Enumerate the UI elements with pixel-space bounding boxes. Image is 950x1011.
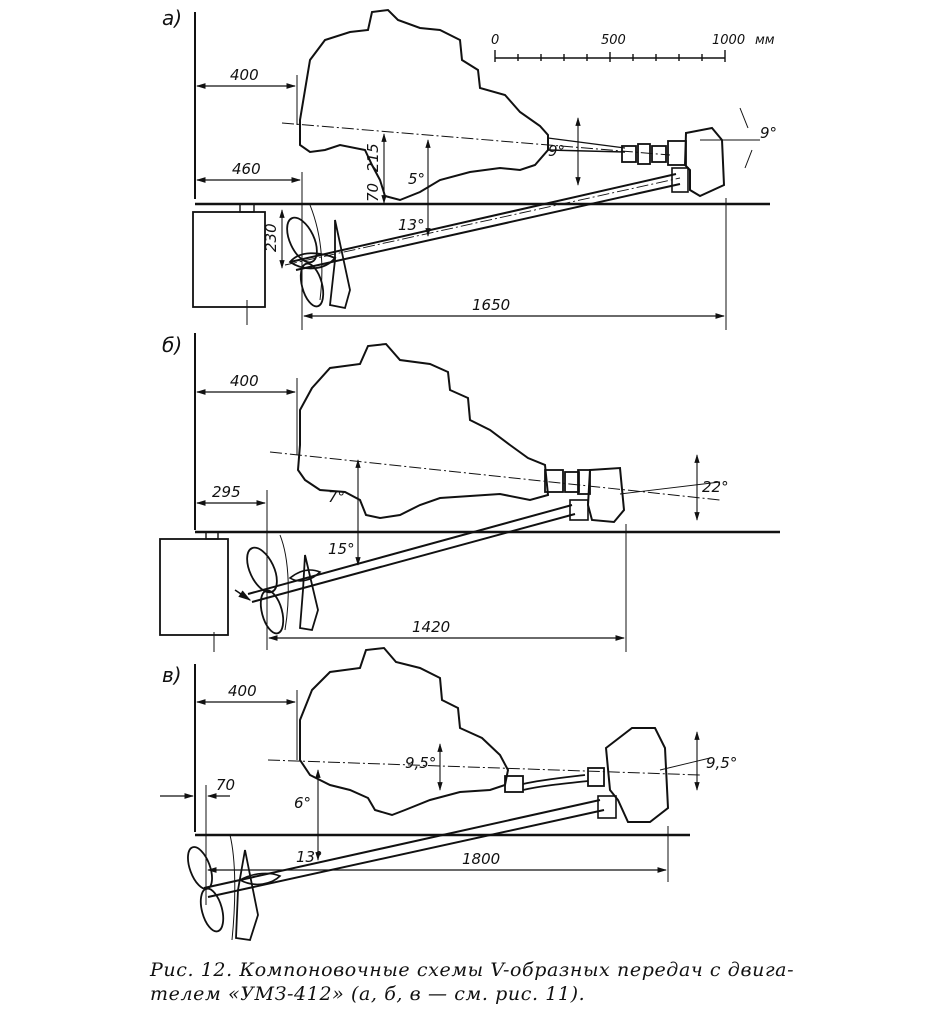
angle-15-b: 15° — [328, 540, 355, 558]
angle-13-v: 13° — [296, 848, 323, 866]
crankshaft-axis-a — [281, 122, 671, 156]
engine-outline-a — [299, 8, 549, 202]
angle-9-5-left-v: 9,5° — [405, 754, 436, 772]
v-gearbox-a — [683, 126, 726, 198]
propeller-shaft-v — [203, 799, 605, 898]
crankshaft-axis-b — [269, 451, 721, 501]
dim-1650-a: 1650 — [472, 296, 510, 314]
scale-unit: мм — [755, 33, 775, 48]
dim-215-a: 215 — [364, 143, 382, 172]
panel-b-label: б) — [162, 333, 182, 357]
dim-230-a: 230 — [262, 223, 280, 252]
angle-13-a: 13° — [398, 216, 425, 234]
stern-block-b — [159, 538, 229, 636]
propeller-shaft-a — [289, 173, 681, 271]
angle-9-left-a: 9° — [548, 142, 565, 160]
engine-outline-v — [299, 646, 510, 817]
scale-label-0: 0 — [491, 33, 499, 48]
propeller-b — [246, 534, 319, 635]
propeller-a — [286, 204, 351, 310]
dim-400-v: 400 — [228, 682, 257, 700]
dim-1420-b: 1420 — [412, 618, 450, 636]
crankshaft-axis-v — [267, 759, 701, 776]
panel-a-label: а) — [162, 6, 182, 30]
caption-line-1: Рис. 12. Компоновочные схемы V-образных … — [150, 959, 795, 981]
dim-295-b: 295 — [212, 483, 241, 501]
angle-9-right-a: 9° — [760, 124, 777, 142]
figure-caption: Рис. 12. Компоновочные схемы V-образных … — [150, 958, 910, 1006]
panel-a: а) — [162, 6, 777, 330]
panel-b: б) 400 — [159, 333, 780, 652]
stern-block-a — [192, 211, 266, 308]
dim-460-a: 460 — [232, 160, 261, 178]
scale-label-1000: 1000 — [712, 33, 745, 48]
dim-400-a: 400 — [230, 66, 259, 84]
angle-5-a: 5° — [408, 170, 425, 188]
panel-v-label: в) — [162, 663, 182, 687]
scale-bar — [494, 50, 726, 62]
cardan-joint-a — [621, 140, 687, 166]
angle-6-v: 6° — [294, 794, 311, 812]
scale-label-500: 500 — [601, 33, 626, 48]
panel-v: в) 400 — [160, 646, 737, 941]
dim-1800-v: 1800 — [462, 850, 500, 868]
propeller-shaft-b — [247, 504, 576, 603]
angle-9-5-right-v: 9,5° — [706, 754, 737, 772]
angle-7-b: 7° — [328, 488, 345, 506]
v-gearbox-b — [586, 466, 626, 524]
dim-400-b: 400 — [230, 372, 259, 390]
engine-outline-b — [296, 342, 550, 520]
stern-block-cap-a — [239, 203, 255, 213]
angle-22-b: 22° — [702, 478, 729, 496]
cardan-joint-v — [504, 767, 605, 793]
caption-line-2: телем «УМЗ-412» (а, б, в — см. рис. 11). — [150, 983, 586, 1005]
dim-70-a: 70 — [364, 183, 382, 202]
v-gearbox-v — [604, 727, 670, 823]
dim-70-v: 70 — [216, 776, 235, 794]
